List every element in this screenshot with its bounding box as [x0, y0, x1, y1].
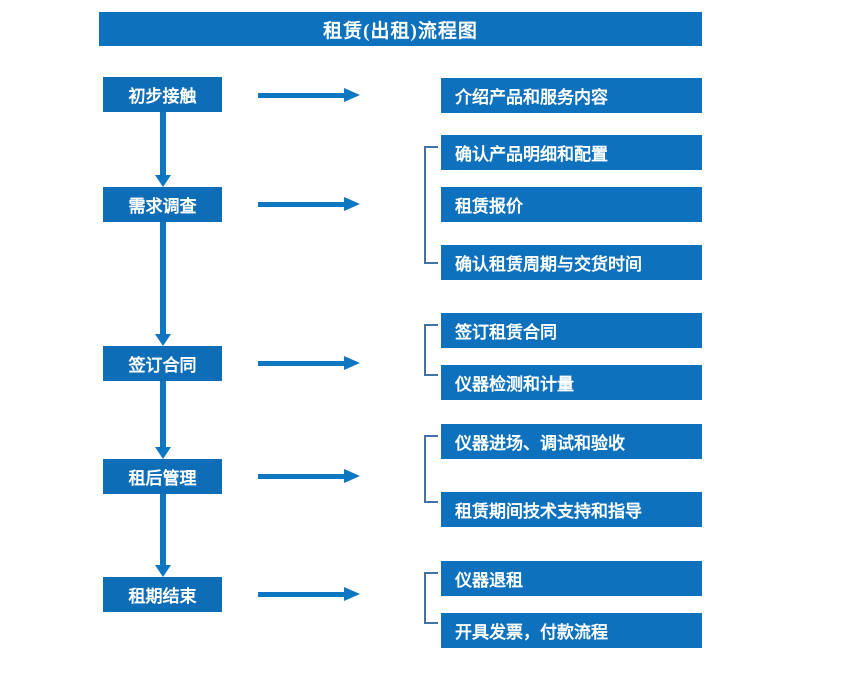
arrow-down-4 [155, 494, 171, 577]
detail-box-sign-contract-2[interactable]: 仪器检测和计量 [441, 365, 702, 400]
arrow-head [344, 88, 360, 102]
arrow-down-1 [155, 112, 171, 187]
stage-box-post-lease-management[interactable]: 租后管理 [103, 459, 222, 494]
detail-box-sign-contract-1[interactable]: 签订租赁合同 [441, 313, 702, 348]
arrow-shaft [160, 112, 166, 175]
detail-box-demand-survey-3[interactable]: 确认租赁周期与交货时间 [441, 245, 702, 280]
arrow-right-demand-survey [258, 197, 362, 211]
detail-box-lease-end-1[interactable]: 仪器退租 [441, 561, 702, 596]
detail-box-initial-contact-1[interactable]: 介绍产品和服务内容 [441, 78, 702, 113]
page-title: 租赁(出租)流程图 [99, 12, 702, 46]
detail-box-demand-survey-2[interactable]: 租赁报价 [441, 187, 702, 222]
detail-box-demand-survey-1[interactable]: 确认产品明细和配置 [441, 135, 702, 170]
detail-box-post-lease-management-2[interactable]: 租赁期间技术支持和指导 [441, 492, 702, 527]
arrow-shaft [258, 592, 346, 597]
stage-box-sign-contract[interactable]: 签订合同 [103, 346, 222, 381]
group-bracket-post-lease-management [424, 435, 438, 503]
arrow-down-3 [155, 381, 171, 459]
arrow-head [344, 469, 360, 483]
arrow-shaft [258, 93, 346, 98]
arrow-head [344, 587, 360, 601]
arrow-head [155, 175, 171, 187]
arrow-shaft [160, 222, 166, 334]
arrow-head [155, 447, 171, 459]
arrow-right-sign-contract [258, 356, 362, 370]
arrow-right-lease-end [258, 587, 362, 601]
arrow-right-post-lease-management [258, 469, 362, 483]
group-bracket-sign-contract [424, 324, 438, 376]
arrow-shaft [258, 361, 346, 366]
arrow-shaft [258, 202, 346, 207]
arrow-right-initial-contact [258, 88, 362, 102]
arrow-shaft [258, 474, 346, 479]
detail-box-post-lease-management-1[interactable]: 仪器进场、调试和验收 [441, 424, 702, 459]
arrow-down-2 [155, 222, 171, 346]
group-bracket-lease-end [424, 572, 438, 624]
arrow-head [344, 356, 360, 370]
arrow-shaft [160, 381, 166, 447]
stage-box-demand-survey[interactable]: 需求调查 [103, 187, 222, 222]
detail-box-lease-end-2[interactable]: 开具发票，付款流程 [441, 613, 702, 648]
stage-box-initial-contact[interactable]: 初步接触 [103, 77, 222, 112]
arrow-head [155, 334, 171, 346]
group-bracket-demand-survey [424, 146, 438, 264]
arrow-shaft [160, 494, 166, 565]
stage-box-lease-end[interactable]: 租期结束 [103, 577, 222, 612]
arrow-head [344, 197, 360, 211]
arrow-head [155, 565, 171, 577]
